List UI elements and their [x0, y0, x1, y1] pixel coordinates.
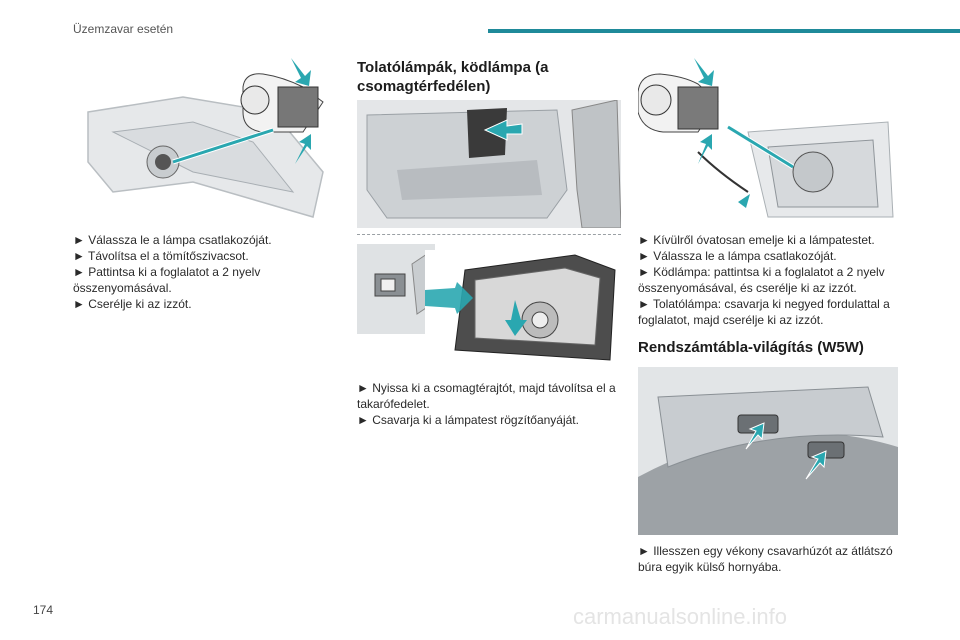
instruction-item: ► Ködlámpa: pattintsa ki a foglalatot a …: [638, 265, 885, 295]
section-divider: [357, 234, 621, 235]
instruction-item: ► Illesszen egy vékony csavarhúzót az át…: [638, 544, 893, 574]
section-title: Üzemzavar esetén: [73, 22, 174, 36]
illustration-lamp-nut-detail: [357, 244, 435, 334]
instruction-item: ► Csavarja ki a lámpatest rögzítőanyáját…: [357, 413, 579, 427]
col3-instructions-2: ► Illesszen egy vékony csavarhúzót az át…: [638, 543, 903, 575]
page-number: 174: [33, 603, 54, 617]
instruction-item: ► Pattintsa ki a foglalatot a 2 nyelv ös…: [73, 265, 261, 295]
illustration-lamp-removal: [638, 52, 898, 223]
col3-instructions: ► Kívülről óvatosan emelje ki a lámpates…: [638, 232, 903, 328]
instruction-item: ► Tolatólámpa: csavarja ki negyed fordul…: [638, 297, 890, 327]
instruction-item: ► Cserélje ki az izzót.: [73, 297, 192, 311]
header-accent-bar: [488, 29, 960, 33]
instruction-item: ► Válassza le a lámpa csatlakozóját.: [73, 233, 272, 247]
illustration-taillight-bulb: [73, 52, 335, 223]
illustration-tailgate: [357, 100, 621, 228]
illustration-lamp-housing: [425, 250, 621, 368]
instruction-item: ► Távolítsa el a tömítőszivacsot.: [73, 249, 249, 263]
instruction-item: ► Nyissa ki a csomagtérajtót, majd távol…: [357, 381, 616, 411]
instruction-item: ► Válassza le a lámpa csatlakozóját.: [638, 249, 837, 263]
watermark: carmanualsonline.info: [573, 604, 788, 629]
heading-reversing-fog-lamps: Tolatólámpák, ködlámpa (a csomagtérfedél…: [357, 59, 549, 95]
instruction-item: ► Kívülről óvatosan emelje ki a lámpates…: [638, 233, 875, 247]
heading-license-plate-lamp: Rendszámtábla-világítás (W5W): [638, 339, 864, 356]
col1-instructions: ► Válassza le a lámpa csatlakozóját. ► T…: [73, 232, 338, 312]
col2-instructions: ► Nyissa ki a csomagtérajtót, majd távol…: [357, 380, 619, 428]
illustration-license-plate-lamp: [638, 367, 898, 535]
